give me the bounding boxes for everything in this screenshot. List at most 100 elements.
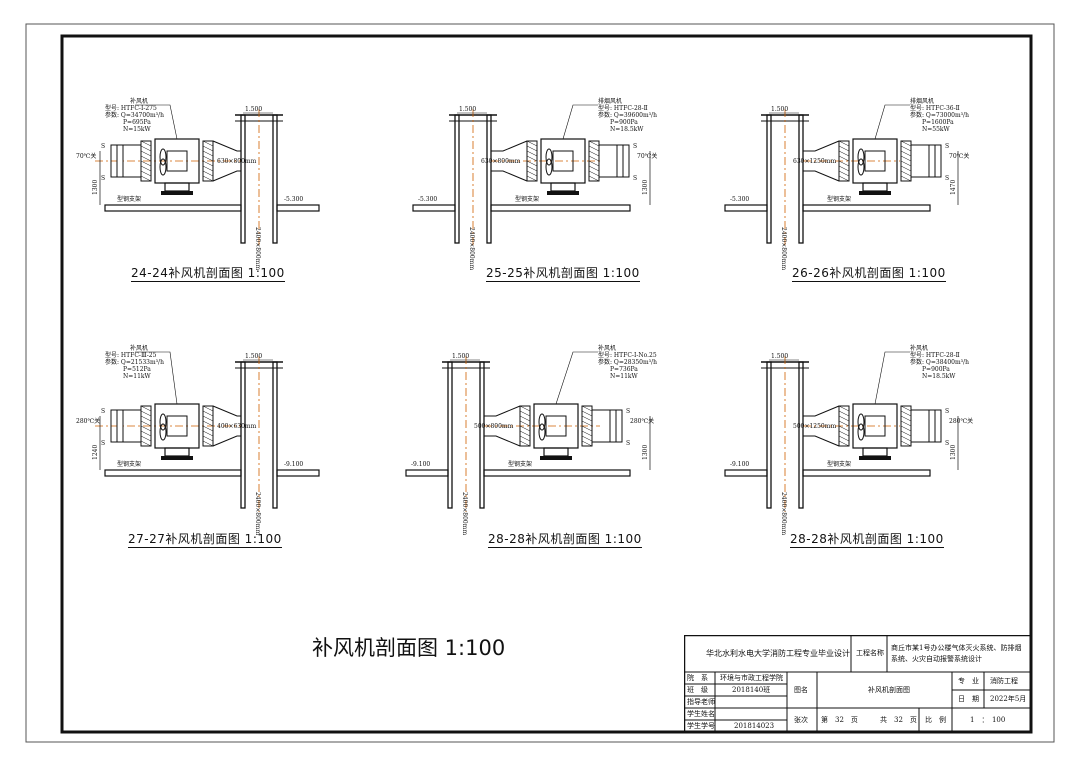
duct-transition-top (803, 140, 840, 152)
duct-transition-bottom (212, 435, 241, 447)
hatch-line (900, 150, 912, 157)
hatch-line (202, 425, 214, 432)
hatch-line (900, 410, 912, 417)
fan-blade (159, 148, 167, 166)
equipment-type-label: 补风机 (130, 97, 148, 105)
hatch-line (838, 175, 850, 182)
equipment-model-label: 型号: HTFC-28-Ⅱ (598, 104, 648, 112)
param-p-label: P=1600Pa (922, 119, 954, 126)
shaft-wall-right (798, 114, 804, 244)
sheet-drawing-frame (60, 34, 1033, 734)
top-elevation: 1.500 (452, 353, 469, 360)
height-dim-text: 1300 (642, 180, 649, 195)
param-p-label: P=736Pa (610, 366, 638, 373)
equipment-type-label: 补风机 (910, 344, 928, 352)
param-p-label: P=900Pa (922, 366, 950, 373)
hatch-line (900, 425, 912, 432)
date-label: 日 期 (958, 695, 979, 703)
hatch-line (838, 170, 850, 177)
shaft-wall-right (479, 361, 485, 509)
hatch-line (526, 155, 538, 162)
param-n-label: N=18.5kW (922, 373, 956, 380)
fan-blade (538, 413, 546, 431)
leader-line (135, 104, 178, 140)
hatch-line (140, 440, 152, 447)
hatch-line (838, 425, 850, 432)
hatch-line (900, 145, 912, 152)
fan-blade-lower (159, 423, 167, 441)
duct-transition-bottom (484, 435, 521, 447)
shaft-wall-left (240, 114, 246, 244)
hatch-line (202, 140, 214, 147)
hatch-line (140, 140, 152, 147)
fan-blade-lower (545, 158, 553, 176)
duct-size-horizontal: 630×1250mm (793, 158, 836, 165)
hatch-line (526, 145, 538, 152)
hatch-line (581, 425, 593, 432)
damper-temp-label: 280℃关 (76, 417, 100, 425)
param-n-label: N=15kW (123, 126, 152, 133)
fan-motor (864, 150, 886, 172)
hatch-line (588, 165, 600, 172)
sheet-outer-border (25, 23, 1055, 743)
param-n-label: N=55kW (922, 126, 951, 133)
hatch-line (838, 420, 850, 427)
hatch-line (519, 440, 531, 447)
date-value: 2022年5月 (990, 695, 1027, 703)
project-name-label: 工程名称 (856, 649, 884, 657)
support-label: 型钢支架 (827, 460, 851, 468)
hatch-line (202, 435, 214, 442)
support-label: 型钢支架 (117, 195, 141, 203)
scale-value: 1 ： 100 (970, 716, 1006, 724)
height-dim-text: 1240 (92, 445, 99, 460)
hatch-line (581, 430, 593, 437)
student-name-label: 学生姓名 (687, 710, 715, 718)
fan-base (164, 447, 190, 457)
equipment-model-label: 型号: HTFC-36-Ⅱ (910, 104, 960, 112)
fan-blade-lower (159, 158, 167, 176)
equipment-model-label: 型号: HTFC-Ⅲ-25 (105, 351, 157, 359)
sheet-seq-label: 张次 (794, 716, 808, 724)
intake-duct (110, 144, 142, 178)
leader-line (562, 104, 598, 140)
hatch-line (202, 410, 214, 417)
param-q-label: 参数: Q=73000m³/h (910, 111, 969, 119)
hatch-line (838, 440, 850, 447)
steel-support (161, 456, 193, 460)
top-elevation: 1.500 (245, 106, 262, 113)
duct-transition-top (212, 405, 241, 417)
hatch-line (900, 420, 912, 427)
hatch-line (140, 405, 152, 412)
hatch-line (202, 440, 214, 447)
fan-base (164, 182, 190, 192)
fire-damper (116, 409, 124, 443)
fire-damper (616, 144, 624, 178)
fan-blade (545, 148, 553, 166)
steel-support (540, 456, 572, 460)
school-title: 华北水利水电大学消防工程专业毕业设计 (706, 649, 850, 658)
dept-label: 院 系 (687, 674, 708, 682)
side-elevation: -5.300 (730, 196, 749, 203)
break-mark: S (101, 440, 105, 447)
floor-slab (104, 469, 242, 477)
shaft-wall-right (272, 114, 278, 244)
hatch-line (838, 430, 850, 437)
hatch-line (588, 145, 600, 152)
duct-size-vertical: 2400×800mm (468, 227, 475, 270)
height-dim-text: 1470 (950, 180, 957, 195)
hatch-line (581, 440, 593, 447)
steel-support (859, 191, 891, 195)
hatch-line (900, 430, 912, 437)
title-block-grid (684, 635, 1031, 732)
duct-size-horizontal: 630×800mm (481, 158, 521, 165)
shaft-wall-left (766, 361, 772, 509)
hatch-line (519, 415, 531, 422)
param-n-label: N=11kW (123, 373, 152, 380)
side-elevation: -9.100 (730, 461, 749, 468)
steel-support (859, 456, 891, 460)
hatch-line (838, 410, 850, 417)
duct-size-horizontal: 630×800mm (217, 158, 257, 165)
floor-slab-outer (276, 204, 320, 212)
damper-temp-label: 70℃关 (949, 152, 969, 160)
